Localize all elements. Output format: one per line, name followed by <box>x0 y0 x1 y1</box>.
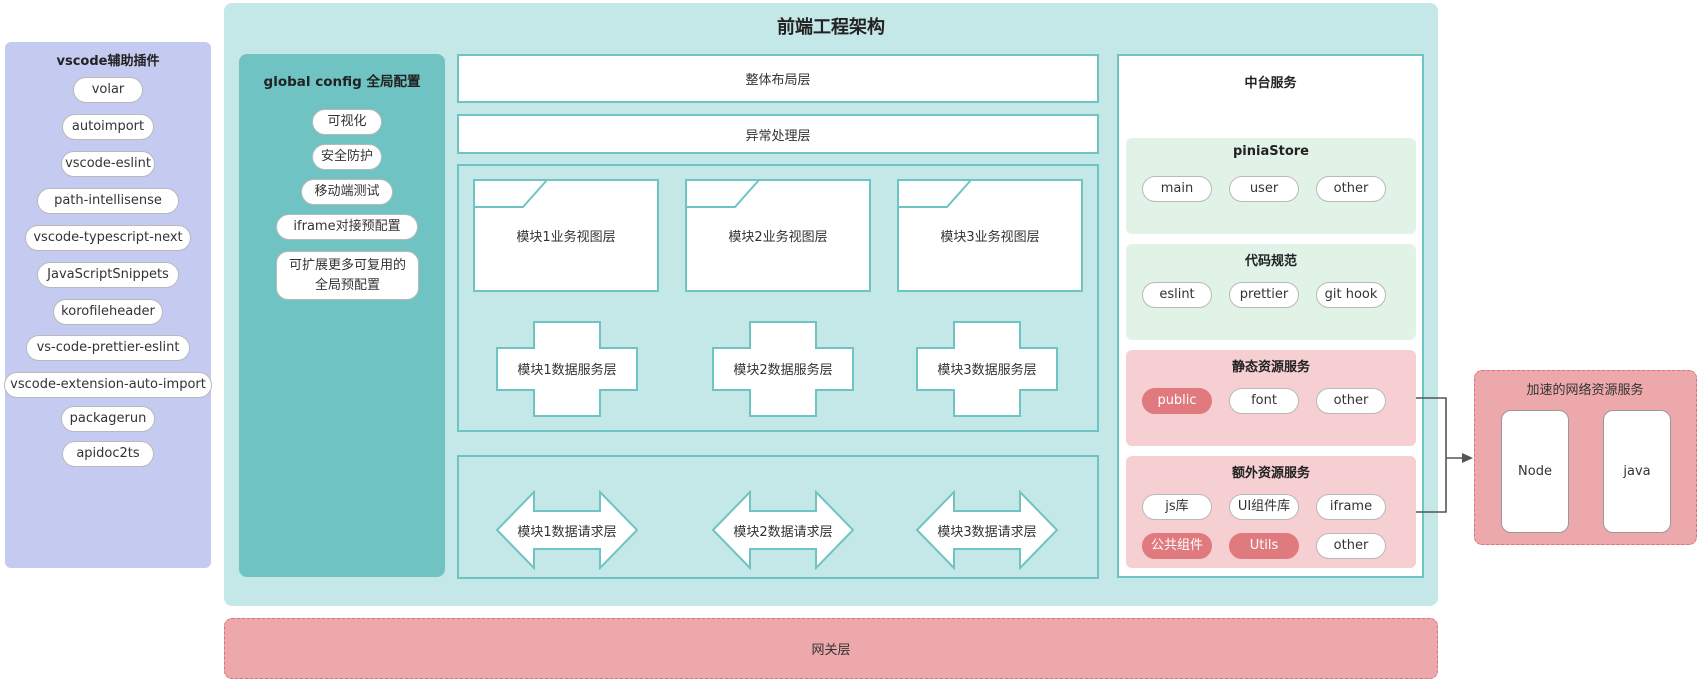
request-layer-box: 模块2数据请求层 <box>711 489 855 571</box>
extra-title: 额外资源服务 <box>1231 466 1310 481</box>
global-config-item: iframe对接预配置 <box>276 214 418 240</box>
extra-item: UI组件库 <box>1229 494 1299 520</box>
layout-layer: 整体布局层 <box>457 54 1099 103</box>
plugins-title: vscode辅助插件 <box>56 54 160 69</box>
static-to-network-line <box>1416 397 1447 458</box>
view-layer-box: 模块2业务视图层 <box>685 179 871 292</box>
view-layer-shape <box>685 179 871 292</box>
plugin-item: vscode-eslint <box>61 151 155 177</box>
code-item: eslint <box>1142 282 1212 308</box>
static-item: other <box>1316 388 1386 414</box>
service-layer-shape <box>712 321 854 417</box>
request-layer-shape <box>915 489 1059 571</box>
global-config-title: global config 全局配置 <box>263 74 421 90</box>
global-config-extensible-line2: 全局预配置 <box>314 277 380 293</box>
global-config-extensible: 可扩展更多可复用的 全局预配置 <box>276 251 419 300</box>
request-layer-box: 模块1数据请求层 <box>495 489 639 571</box>
view-layer-label: 模块3业务视图层 <box>940 230 1040 245</box>
main-title: 前端工程架构 <box>777 17 885 38</box>
global-config-item: 安全防护 <box>312 144 382 170</box>
extra-item: js库 <box>1142 494 1212 520</box>
service-layer-box: 模块1数据服务层 <box>496 321 638 417</box>
pinia-item: other <box>1316 176 1386 202</box>
gateway-layer: 网关层 <box>224 618 1438 679</box>
global-config-item: 可视化 <box>312 109 382 135</box>
static-item: font <box>1229 388 1299 414</box>
java-box: java <box>1603 410 1671 533</box>
extra-item: iframe <box>1316 494 1386 520</box>
view-layer-box: 模块1业务视图层 <box>473 179 659 292</box>
plugin-item: packagerun <box>61 406 155 432</box>
view-layer-shape <box>473 179 659 292</box>
plugin-item: vscode-typescript-next <box>25 225 191 251</box>
extra-item: other <box>1316 533 1386 559</box>
service-layer-label: 模块3数据服务层 <box>937 363 1037 378</box>
code-item: git hook <box>1316 282 1386 308</box>
request-layer-box: 模块3数据请求层 <box>915 489 1059 571</box>
pinia-item: main <box>1142 176 1212 202</box>
service-layer-shape <box>916 321 1058 417</box>
middle-services-title: 中台服务 <box>1244 76 1297 91</box>
plugin-item: autoimport <box>62 114 154 140</box>
network-arrowhead <box>1462 453 1473 463</box>
static-item: public <box>1142 388 1212 414</box>
global-config-panel: global config 全局配置 <box>239 54 445 577</box>
plugin-item: korofileheader <box>53 299 163 325</box>
view-layer-label: 模块1业务视图层 <box>516 230 616 245</box>
service-layer-box: 模块3数据服务层 <box>916 321 1058 417</box>
code-title: 代码规范 <box>1244 254 1297 269</box>
extra-item: 公共组件 <box>1142 533 1212 559</box>
plugin-item: volar <box>73 77 143 103</box>
view-layer-label: 模块2业务视图层 <box>728 230 828 245</box>
global-config-item: 移动端测试 <box>301 179 393 205</box>
service-layer-box: 模块2数据服务层 <box>712 321 854 417</box>
service-layer-label: 模块1数据服务层 <box>517 363 617 378</box>
gateway-label: 网关层 <box>811 643 851 658</box>
plugin-item: vs-code-prettier-eslint <box>26 335 190 361</box>
request-layer-label: 模块3数据请求层 <box>937 525 1037 540</box>
view-layer-box: 模块3业务视图层 <box>897 179 1083 292</box>
code-item: prettier <box>1229 282 1299 308</box>
plugin-item: path-intellisense <box>37 188 179 214</box>
plugin-item: apidoc2ts <box>62 441 154 467</box>
pinia-item: user <box>1229 176 1299 202</box>
extra-to-network-line <box>1416 458 1447 513</box>
request-layer-label: 模块1数据请求层 <box>517 525 617 540</box>
request-layer-shape <box>495 489 639 571</box>
plugin-item: vscode-extension-auto-import <box>4 372 212 398</box>
network-title: 加速的网络资源服务 <box>1526 383 1644 398</box>
node-box: Node <box>1501 410 1569 533</box>
static-title: 静态资源服务 <box>1231 360 1310 375</box>
service-layer-label: 模块2数据服务层 <box>733 363 833 378</box>
extra-item: Utils <box>1229 533 1299 559</box>
view-layer-shape <box>897 179 1083 292</box>
exception-layer: 异常处理层 <box>457 114 1099 154</box>
request-layer-shape <box>711 489 855 571</box>
request-layer-label: 模块2数据请求层 <box>733 525 833 540</box>
plugin-item: JavaScriptSnippets <box>37 262 179 288</box>
pinia-title: piniaStore <box>1233 144 1309 159</box>
service-layer-shape <box>496 321 638 417</box>
global-config-extensible-line1: 可扩展更多可复用的 <box>288 258 406 273</box>
